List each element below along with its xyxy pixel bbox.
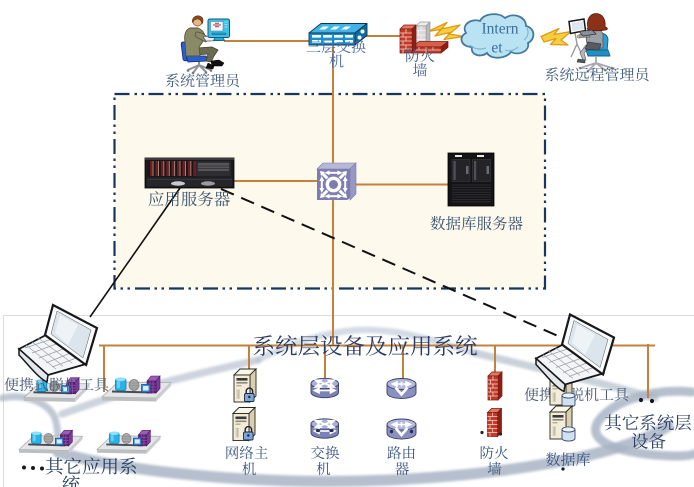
svg-text:et: et: [491, 40, 503, 57]
svg-text:Intern: Intern: [481, 21, 518, 38]
